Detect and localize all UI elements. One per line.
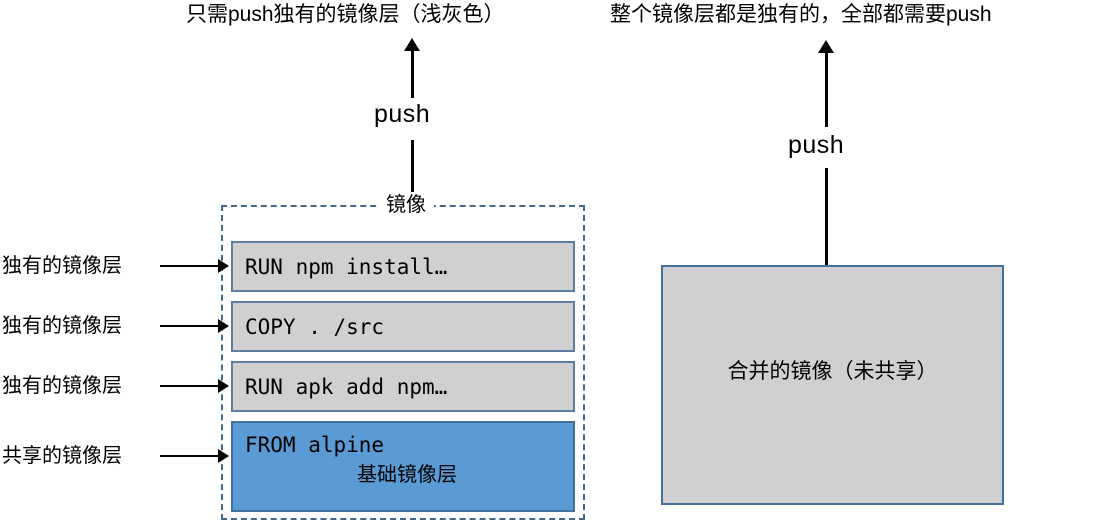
arrow-head-icon xyxy=(218,379,229,393)
image-container-label: 镜像 xyxy=(378,193,434,217)
layer-command-text: RUN npm install… xyxy=(245,254,448,279)
layer-command-text: COPY . /src xyxy=(245,314,385,339)
base-layer-caption: 基础镜像层 xyxy=(357,464,457,486)
arrow-head-icon xyxy=(818,40,834,53)
arrow-shaft xyxy=(160,385,220,387)
image-layer-unique-2: COPY . /src xyxy=(231,301,575,352)
arrow-shaft xyxy=(160,455,220,457)
arrow-head-icon xyxy=(218,259,229,273)
arrow-head-icon xyxy=(218,319,229,333)
image-layer-unique-3: RUN apk add npm… xyxy=(231,361,575,412)
arrow-shaft xyxy=(160,265,220,267)
merged-image-box: 合并的镜像（未共享） xyxy=(661,265,1004,505)
image-layer-unique-1: RUN npm install… xyxy=(231,241,575,292)
arrow-shaft-upper xyxy=(825,52,828,127)
base-layer-command-text: FROM alpine xyxy=(245,433,385,457)
arrow-shaft-lower xyxy=(825,168,828,266)
arrow-head-icon xyxy=(404,38,420,51)
arrow-head-icon xyxy=(218,449,229,463)
image-layer-base-shared: FROM alpine 基础镜像层 xyxy=(231,421,575,512)
arrow-shaft xyxy=(160,325,220,327)
left-push-label: push xyxy=(371,99,434,129)
right-diagram-title: 整个镜像层都是独有的，全部都需要push xyxy=(610,3,992,26)
right-push-label: push xyxy=(785,130,848,160)
side-label-unique-layer-3: 独有的镜像层 xyxy=(2,375,122,397)
merged-image-label: 合并的镜像（未共享） xyxy=(727,360,938,383)
left-diagram-title: 只需push独有的镜像层（浅灰色） xyxy=(186,3,505,26)
side-label-shared-layer: 共享的镜像层 xyxy=(2,445,122,467)
arrow-shaft-lower xyxy=(411,140,414,192)
side-label-unique-layer-1: 独有的镜像层 xyxy=(2,255,122,277)
layer-command-text: RUN apk add npm… xyxy=(245,374,448,399)
side-label-unique-layer-2: 独有的镜像层 xyxy=(2,315,122,337)
arrow-shaft-upper xyxy=(411,50,414,98)
